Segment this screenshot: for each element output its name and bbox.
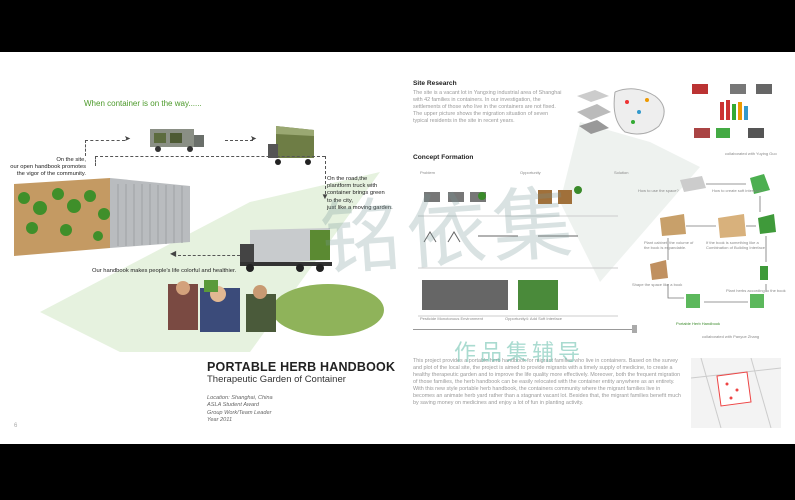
arrow-head-down-icon: ▼ [321,192,329,201]
dash-arrow-left-down [95,156,96,166]
green-truck-illustration [268,126,314,165]
green-diagonal-shape [40,122,700,352]
site-plan-map [691,358,781,428]
col-solution: Solution [614,170,629,175]
container-illustration [14,178,190,256]
arrow-head-icon: ➤ [250,134,257,143]
site-map-diagram [577,88,665,135]
divider-end-mark [632,325,637,333]
label-how-use: How to use the space? [638,188,679,193]
concept-diagram-rows [418,186,618,317]
site-research-text: The site is a vacant lot in Yangxing ind… [413,90,562,125]
portfolio-page: When container is on the way...... ➤ ➤ ◀… [0,52,795,444]
concept-formation-heading: Concept Formation [413,154,474,161]
label-plant-herbs: Plant herbs according to the book [726,288,786,293]
section-title-on-the-way: When container is on the way...... [84,99,202,108]
project-meta: Location: Shanghai, China ASLA Student A… [207,395,273,423]
collab-credit-1: collaborated with Yuying Guo [725,151,777,156]
solution-flow-diagram [650,174,776,308]
dash-arrow-top-left [85,140,125,141]
label-opp-soft: Opportunity4: Add Soft Interface [505,316,562,321]
dash-arrow-top-mid [225,140,253,141]
dash-arrow-bottom [178,255,240,256]
project-description: This project provides a portable herb ha… [413,358,681,407]
col-problem: Problem [420,170,435,175]
caption-on-road: On the road,the plantform truck with con… [327,176,393,211]
arrow-head-left-icon: ◀ [170,249,177,258]
watermark-large: 铭依集 [317,176,582,287]
project-title: PORTABLE HERB HANDBOOK [207,360,396,374]
label-shape-space: Shape the space like a book [632,282,683,287]
project-subtitle: Therapeutic Garden of Container [207,374,346,385]
site-research-heading: Site Research [413,80,457,87]
collab-credit-2: collaborated with Panyue Zhang [702,334,760,339]
people-photo-collage [168,280,384,336]
caption-on-site: On the site, our open handbook promotes … [10,157,86,178]
col-opportunity: Opportunity [520,170,541,175]
label-plant-cabinet: Plant cabinet: the volume of the book is… [644,240,694,250]
label-poor-env: Pesticide Monotonous Environment [420,316,483,321]
caption-handbook: Our handbook makes people's life colorfu… [92,268,237,274]
dash-arrow-right-down [325,156,326,194]
page-number: 6 [14,423,18,429]
section-divider [413,329,635,330]
label-portable-handbook: Portable Herb Handbook [676,321,721,326]
watermark-small: 作品集辅导 [454,340,585,365]
migration-diagram [692,84,772,138]
label-create-wall: How to create soft interface? [712,188,763,193]
label-book-surface: If the book is something like a Combinat… [706,240,765,250]
arrow-head-icon: ➤ [124,134,131,143]
platform-truck-illustration [240,228,332,272]
small-truck-illustration [150,129,204,152]
dash-arrow-top-left-down [85,140,86,156]
dash-arrow-mid [95,156,325,157]
